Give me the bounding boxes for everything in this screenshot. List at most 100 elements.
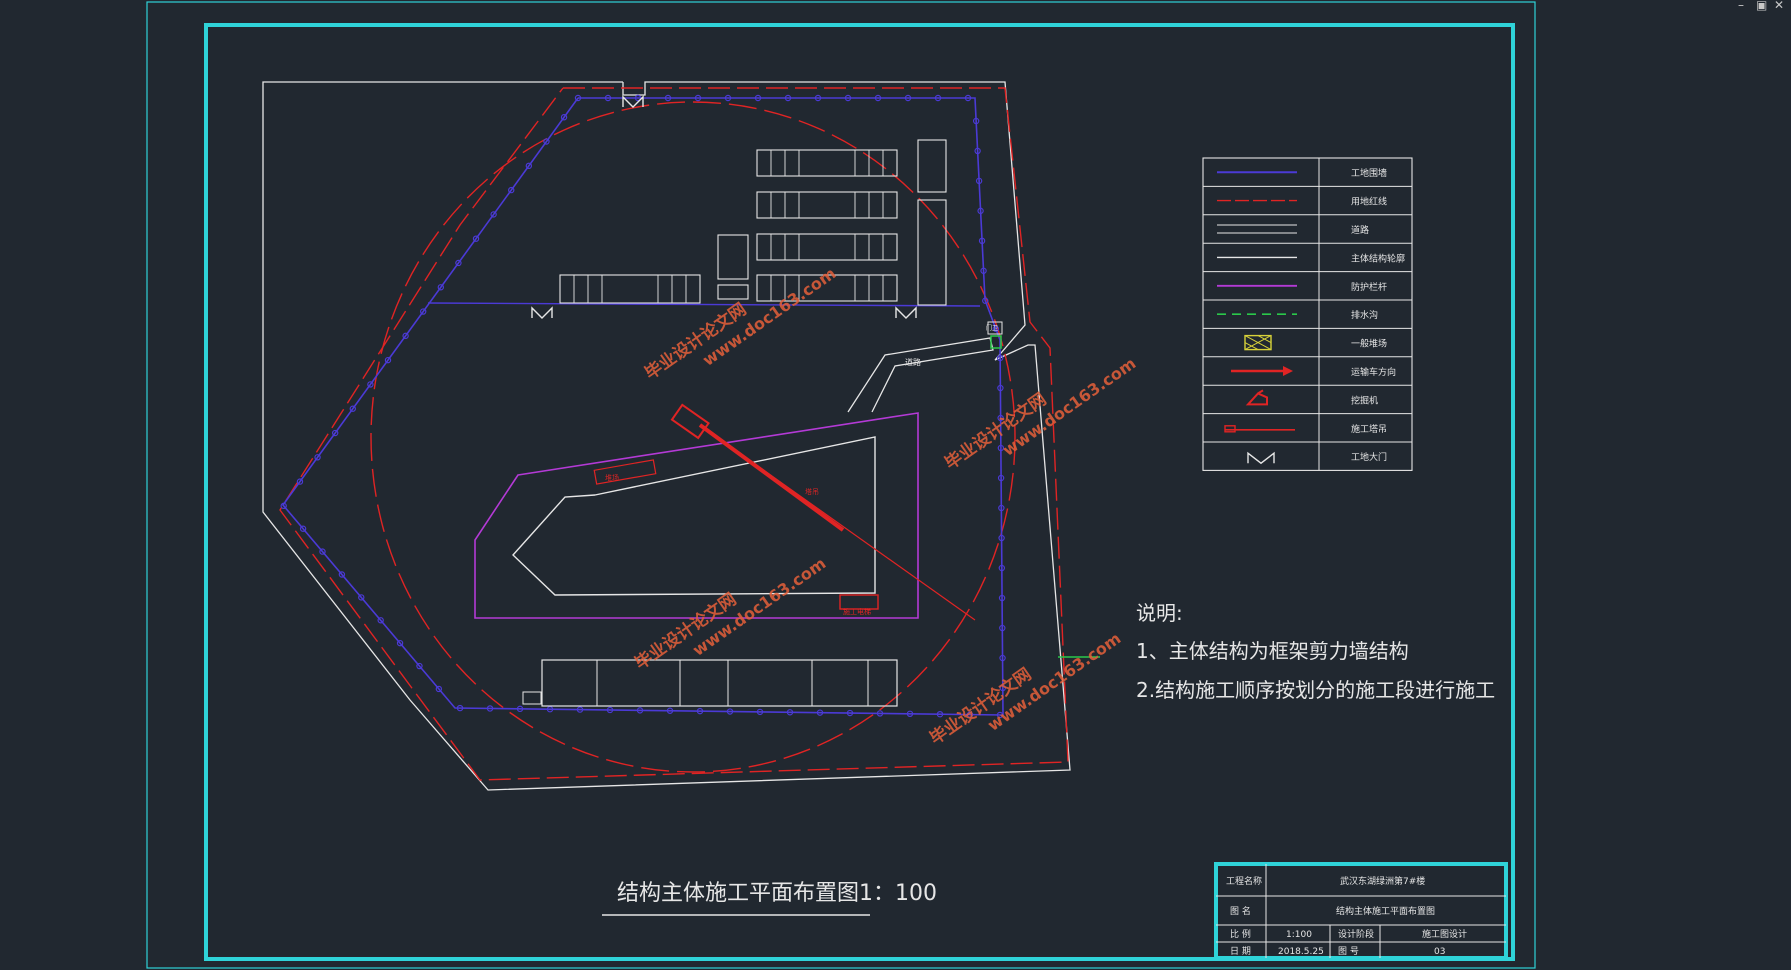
legend-label: 运输车方向 (1351, 366, 1396, 378)
temporary-buildings (559, 139, 947, 306)
tb-number-value: 03 (1434, 947, 1445, 957)
fence-post (786, 709, 794, 716)
fence-post (844, 94, 852, 102)
stack-yard-label: 堆场 (605, 473, 619, 482)
crane-reach-line (699, 424, 976, 621)
fence-post (696, 707, 704, 715)
fence-post (724, 94, 732, 102)
fence-post (508, 186, 515, 194)
legend-label: 工地围墙 (1351, 167, 1387, 179)
fence-post (998, 504, 1005, 512)
fence-post (998, 564, 1006, 572)
fence-post (997, 444, 1005, 452)
shed (756, 274, 898, 302)
fence-post (726, 708, 734, 715)
legend-label: 工地大门 (1351, 451, 1387, 463)
fence-post (576, 706, 584, 713)
restore-icon[interactable]: ▣ (1756, 0, 1768, 12)
fence-post (435, 685, 443, 693)
tb-project-value: 武汉东湖绿洲第7#楼 (1340, 875, 1425, 887)
fence-post (998, 594, 1006, 602)
legend-label: 一般堆场 (1351, 338, 1387, 350)
fence-post (814, 94, 822, 102)
fence-post (486, 705, 494, 712)
fence-post (996, 711, 1004, 719)
legend-crane-cab (1224, 425, 1236, 433)
fence-post (516, 705, 524, 713)
fence-post (996, 354, 1004, 362)
fence-post (299, 525, 307, 532)
office-row (541, 659, 898, 707)
fence-post (998, 534, 1005, 542)
office-row-dividers (522, 660, 869, 706)
shed (756, 149, 898, 177)
tb-project-label: 工程名称 (1226, 875, 1262, 887)
road-label: 道路 (905, 357, 921, 367)
tb-drawing-value: 结构主体施工平面布置图 (1336, 905, 1435, 917)
fence-post (456, 704, 464, 712)
fence-post (358, 594, 365, 601)
fence-post (377, 617, 384, 624)
fence-post (756, 708, 764, 716)
gate-icon (622, 95, 644, 108)
fence-post (314, 454, 321, 461)
fence-post (634, 94, 642, 102)
fence-post (964, 94, 972, 102)
fence-post (992, 325, 999, 332)
tb-date-value: 2018.5.25 (1278, 947, 1324, 957)
minimize-icon[interactable]: – (1738, 0, 1744, 12)
fence-post (367, 381, 374, 388)
site-gates (531, 95, 917, 319)
fence-post (349, 405, 356, 412)
fence-post (980, 267, 987, 274)
site-room (917, 199, 947, 306)
fence-post (543, 138, 550, 145)
fence-post (906, 710, 914, 718)
fence-post (636, 707, 644, 714)
fence-post (604, 94, 612, 102)
guard-label: 门卫 (986, 324, 998, 332)
drawing-title: 结构主体施工平面布置图1：100 (617, 881, 937, 906)
fence-post (338, 571, 346, 578)
fence-post (966, 711, 974, 718)
fence-post (997, 384, 1004, 392)
fence-post (975, 177, 983, 185)
tb-drawing-label: 图 名 (1230, 905, 1251, 917)
main-structure-outline (512, 436, 876, 596)
legend-label: 防护栏杆 (1351, 281, 1387, 293)
fence-post (876, 710, 884, 717)
fence-post (846, 709, 854, 717)
gate-icon (1247, 451, 1275, 465)
fence-post (606, 706, 614, 714)
fence-post (936, 710, 944, 718)
note-2: 2.结构施工顺序按划分的施工段进行施工 (1136, 678, 1495, 702)
gate-icon (895, 306, 917, 319)
fence-post (472, 235, 480, 242)
gate-icon (531, 306, 553, 319)
site-room (717, 284, 749, 300)
fence-post (420, 308, 427, 315)
close-icon[interactable]: ✕ (1774, 0, 1785, 12)
tb-number-label: 图 号 (1338, 946, 1359, 957)
notes-heading: 说明: (1136, 601, 1183, 625)
fence-post (816, 709, 824, 716)
fence-post (664, 94, 672, 102)
legend-border (1202, 157, 1413, 471)
toilet-box (522, 691, 542, 705)
legend-table: 工地围墙用地红线道路主体结构轮廓防护栏杆排水沟一般堆场运输车方向挖掘机施工塔吊工… (1202, 157, 1413, 471)
sheet-outer-border (146, 1, 1536, 969)
stack-yard-box (593, 459, 657, 485)
legend-label: 施工塔吊 (1351, 423, 1387, 435)
legend-symbol-excavator (1245, 389, 1268, 406)
fence-post (396, 639, 404, 647)
site-room (717, 234, 749, 280)
fence-post (978, 237, 986, 245)
fence-post (784, 94, 792, 102)
fence-post (754, 94, 762, 102)
fence-post (974, 147, 981, 155)
legend-label: 主体结构轮廓 (1351, 252, 1405, 264)
